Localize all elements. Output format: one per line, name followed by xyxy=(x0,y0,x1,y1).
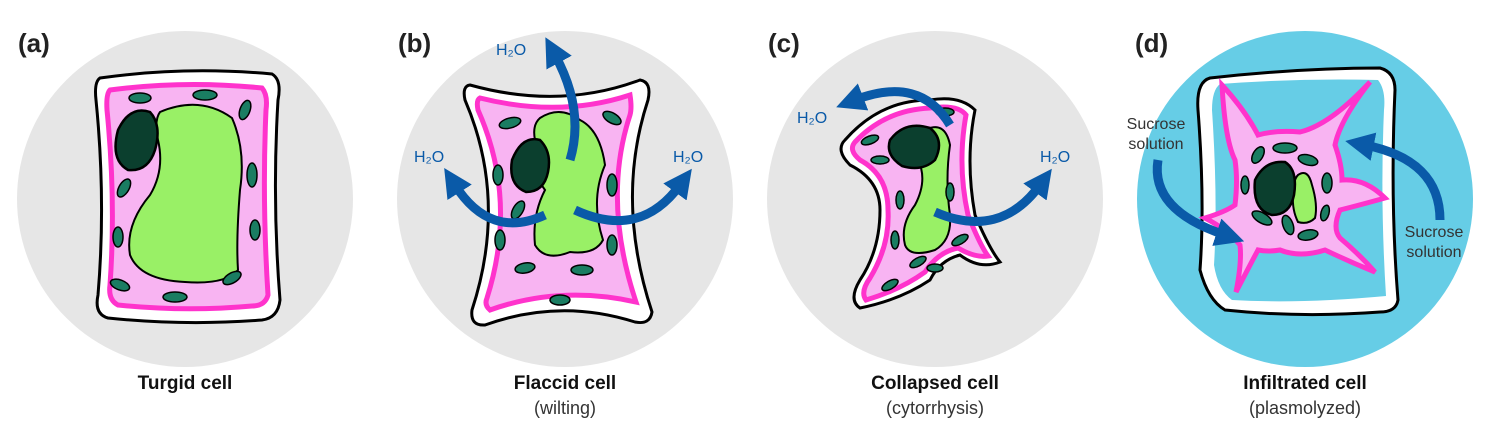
panel-title: Collapsed cell xyxy=(871,373,999,394)
sucrose-arrow-left xyxy=(1152,159,1245,246)
sucrose-label-line2: solution xyxy=(1128,136,1183,153)
panel-subtitle: (wilting) xyxy=(534,398,596,418)
nucleus xyxy=(1253,160,1297,217)
water-arrow-left xyxy=(444,167,547,228)
water-label: H₂O xyxy=(797,110,827,127)
chloroplasts xyxy=(860,107,969,292)
panel-title: Turgid cell xyxy=(138,373,233,394)
panel-label: (d) xyxy=(1135,28,1168,58)
panel-c-collapsed: H₂O H₂O (c) Collapsed cell (cytorrhysis) xyxy=(767,28,1103,418)
water-arrow-left xyxy=(836,83,954,128)
vacuole xyxy=(128,103,243,284)
chloroplasts xyxy=(1240,142,1333,241)
panel-label: (c) xyxy=(768,28,800,58)
chloroplasts xyxy=(109,89,261,303)
water-label: H₂O xyxy=(414,149,444,166)
water-arrow-right xyxy=(933,168,1052,226)
sucrose-label-line1: Sucrose xyxy=(1127,116,1186,133)
nucleus xyxy=(887,124,941,170)
panel-label: (b) xyxy=(398,28,431,58)
sucrose-label-line2: solution xyxy=(1406,244,1461,261)
sucrose-arrow-right xyxy=(1345,132,1445,221)
panel-b-flaccid: H₂O H₂O H₂O (b) Flaccid cell (wilting) xyxy=(397,28,733,418)
panel-subtitle: (cytorrhysis) xyxy=(886,398,984,418)
panel-a-turgid: (a) Turgid cell xyxy=(17,28,353,394)
panel-title: Infiltrated cell xyxy=(1243,373,1367,394)
water-label: H₂O xyxy=(496,42,526,59)
nucleus xyxy=(510,137,551,194)
sucrose-label-line1: Sucrose xyxy=(1405,224,1464,241)
panel-d-infiltrated: Sucrose solution Sucrose solution (d) In… xyxy=(1127,28,1473,418)
nucleus xyxy=(114,109,159,172)
chloroplasts xyxy=(492,110,622,306)
water-label: H₂O xyxy=(673,149,703,166)
panel-label: (a) xyxy=(18,28,50,58)
water-label: H₂O xyxy=(1040,149,1070,166)
water-arrow-up xyxy=(545,37,580,162)
panel-subtitle: (plasmolyzed) xyxy=(1249,398,1361,418)
water-arrow-right xyxy=(573,168,692,226)
panel-title: Flaccid cell xyxy=(514,373,616,394)
